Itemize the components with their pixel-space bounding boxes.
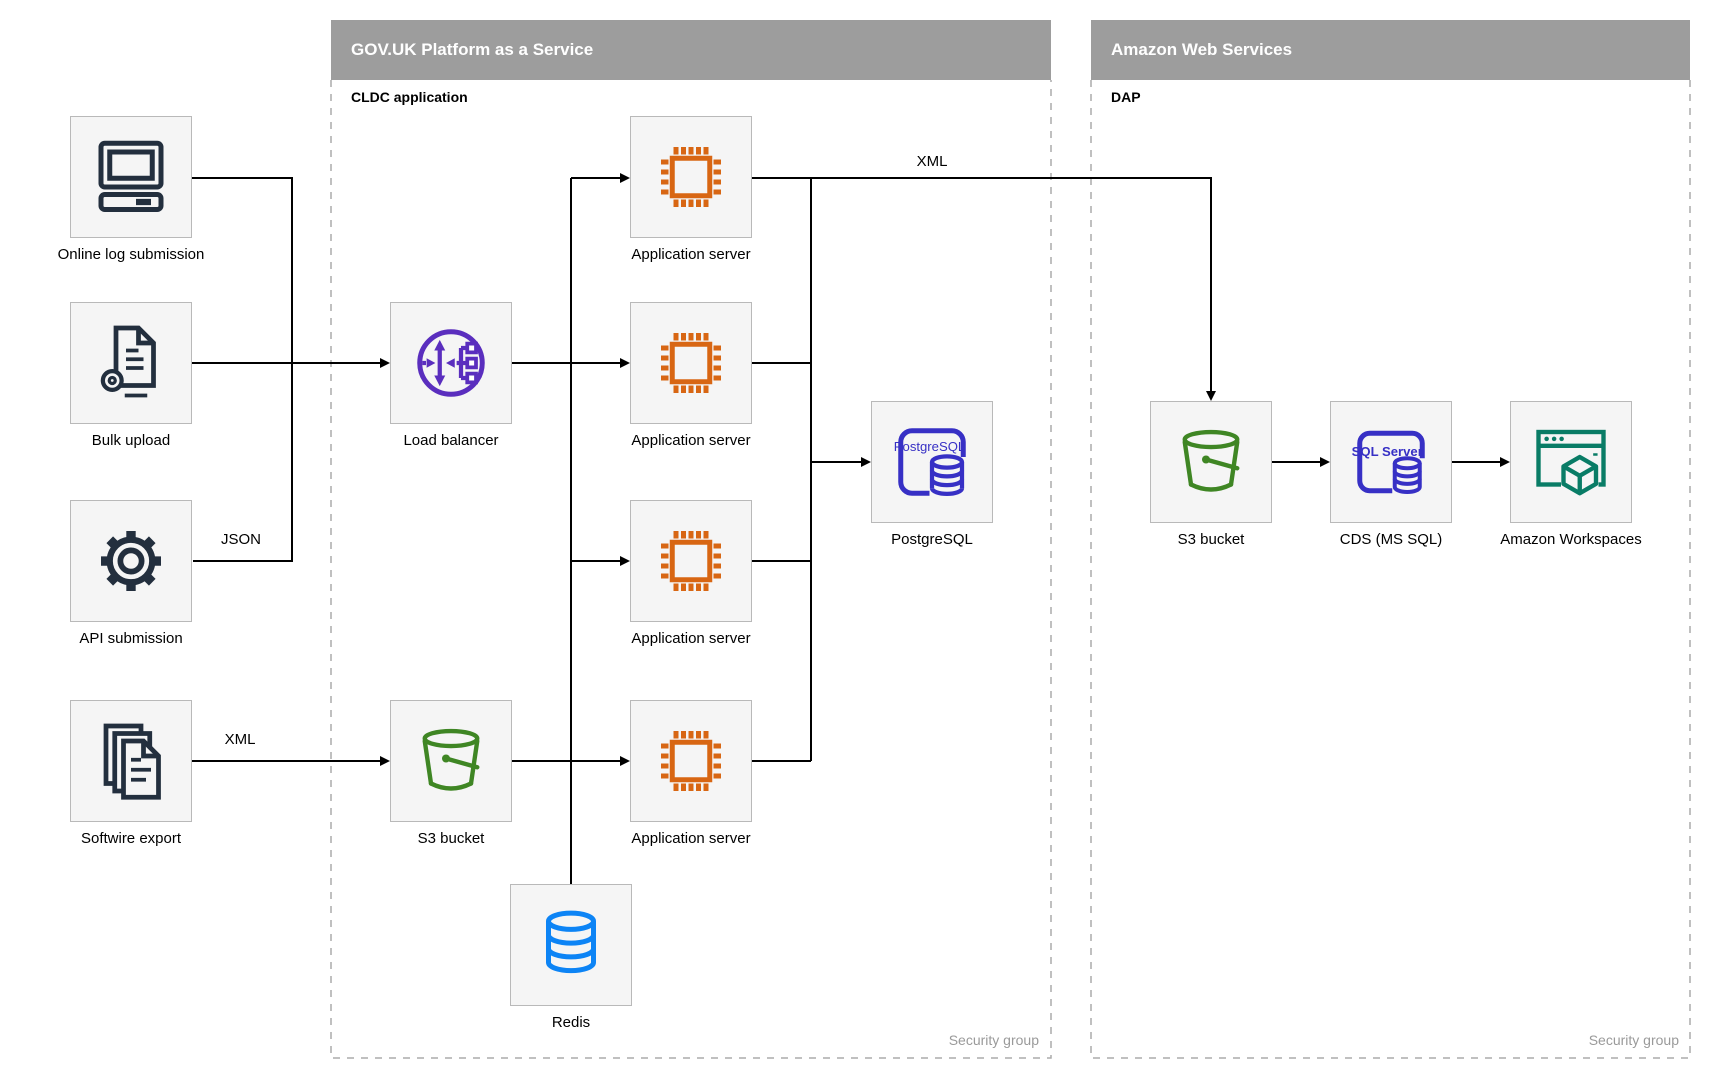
node-cds-mssql: SQL Server CDS (MS SQL) xyxy=(1330,401,1452,548)
postgresql-database-icon: PostgreSQL xyxy=(894,428,970,500)
paas-container-title: GOV.UK Platform as a Service xyxy=(351,40,594,59)
amazon-workspaces-box xyxy=(1510,401,1632,523)
chip-icon xyxy=(661,333,721,393)
bucket-icon xyxy=(422,728,480,791)
node-label: Amazon Workspaces xyxy=(1500,531,1642,548)
workspaces-icon xyxy=(1536,429,1606,499)
application-server-2-box xyxy=(630,302,752,424)
edge-label-json: JSON xyxy=(220,531,261,548)
aws-sublabel: DAP xyxy=(1111,89,1141,105)
aws-security-group-label: Security group xyxy=(1588,1032,1679,1048)
node-api-submission: API submission xyxy=(70,500,192,647)
node-label: API submission xyxy=(79,630,183,647)
document-gear-icon xyxy=(100,325,156,398)
softwire-export-box xyxy=(70,700,192,822)
node-label: Application server xyxy=(631,246,751,263)
database-cylinder-icon xyxy=(546,910,596,974)
paas-sublabel: CLDC application xyxy=(351,89,468,105)
node-label: Bulk upload xyxy=(91,432,171,449)
s3-bucket-paas-box xyxy=(390,700,512,822)
edge-label-xml-softwire: XML xyxy=(224,731,256,748)
node-bulk-upload: Bulk upload xyxy=(70,302,192,449)
node-application-server-2: Application server xyxy=(630,302,752,449)
node-label: Load balancer xyxy=(403,432,499,449)
node-s3-bucket-paas: S3 bucket xyxy=(390,700,512,847)
sql-server-badge-text: SQL Server xyxy=(1352,444,1423,459)
node-label: Redis xyxy=(551,1014,591,1031)
redis-box xyxy=(510,884,632,1006)
node-s3-bucket-aws: S3 bucket xyxy=(1150,401,1272,548)
paas-security-group-label: Security group xyxy=(948,1032,1039,1048)
node-label: Application server xyxy=(631,432,751,449)
node-application-server-1: Application server xyxy=(630,116,752,263)
load-balancer-icon xyxy=(417,329,485,397)
node-redis: Redis xyxy=(510,884,632,1031)
computer-icon xyxy=(98,140,164,212)
aws-container-header: Amazon Web Services xyxy=(1091,20,1690,80)
node-softwire-export: Softwire export xyxy=(70,700,192,847)
node-amazon-workspaces: Amazon Workspaces xyxy=(1500,401,1642,548)
chip-icon xyxy=(661,531,721,591)
node-label: Softwire export xyxy=(80,830,182,847)
node-label: Online log submission xyxy=(57,246,205,263)
node-application-server-4: Application server xyxy=(630,700,752,847)
cds-mssql-box: SQL Server xyxy=(1330,401,1452,523)
sql-server-database-icon: SQL Server xyxy=(1352,430,1430,499)
edge-label-xml-top: XML xyxy=(916,153,948,170)
bucket-icon xyxy=(1182,429,1240,492)
node-label: Application server xyxy=(631,830,751,847)
node-label: S3 bucket xyxy=(417,830,485,847)
edge-xml-to-aws-s3 xyxy=(752,177,1216,401)
application-server-4-box xyxy=(630,700,752,822)
gear-icon xyxy=(101,531,161,591)
api-submission-box xyxy=(70,500,192,622)
paas-container-header: GOV.UK Platform as a Service xyxy=(331,20,1051,80)
online-log-submission-box xyxy=(70,116,192,238)
application-server-1-box xyxy=(630,116,752,238)
chip-icon xyxy=(661,731,721,791)
node-label: Application server xyxy=(631,630,751,647)
node-label: S3 bucket xyxy=(1177,531,1245,548)
edge-online-api-merge xyxy=(192,177,293,562)
aws-container-title: Amazon Web Services xyxy=(1111,40,1293,59)
application-server-3-box xyxy=(630,500,752,622)
node-online-log-submission: Online log submission xyxy=(58,116,204,263)
load-balancer-box xyxy=(390,302,512,424)
s3-bucket-aws-box xyxy=(1150,401,1272,523)
chip-icon xyxy=(661,147,721,207)
node-load-balancer: Load balancer xyxy=(390,302,512,449)
postgresql-badge-text: PostgreSQL xyxy=(894,439,965,454)
node-postgresql: PostgreSQL PostgreSQL xyxy=(871,401,993,548)
node-application-server-3: Application server xyxy=(630,500,752,647)
node-label: CDS (MS SQL) xyxy=(1339,531,1443,548)
documents-stack-icon xyxy=(103,723,161,800)
node-label: PostgreSQL xyxy=(891,531,973,548)
postgresql-box: PostgreSQL xyxy=(871,401,993,523)
bulk-upload-box xyxy=(70,302,192,424)
